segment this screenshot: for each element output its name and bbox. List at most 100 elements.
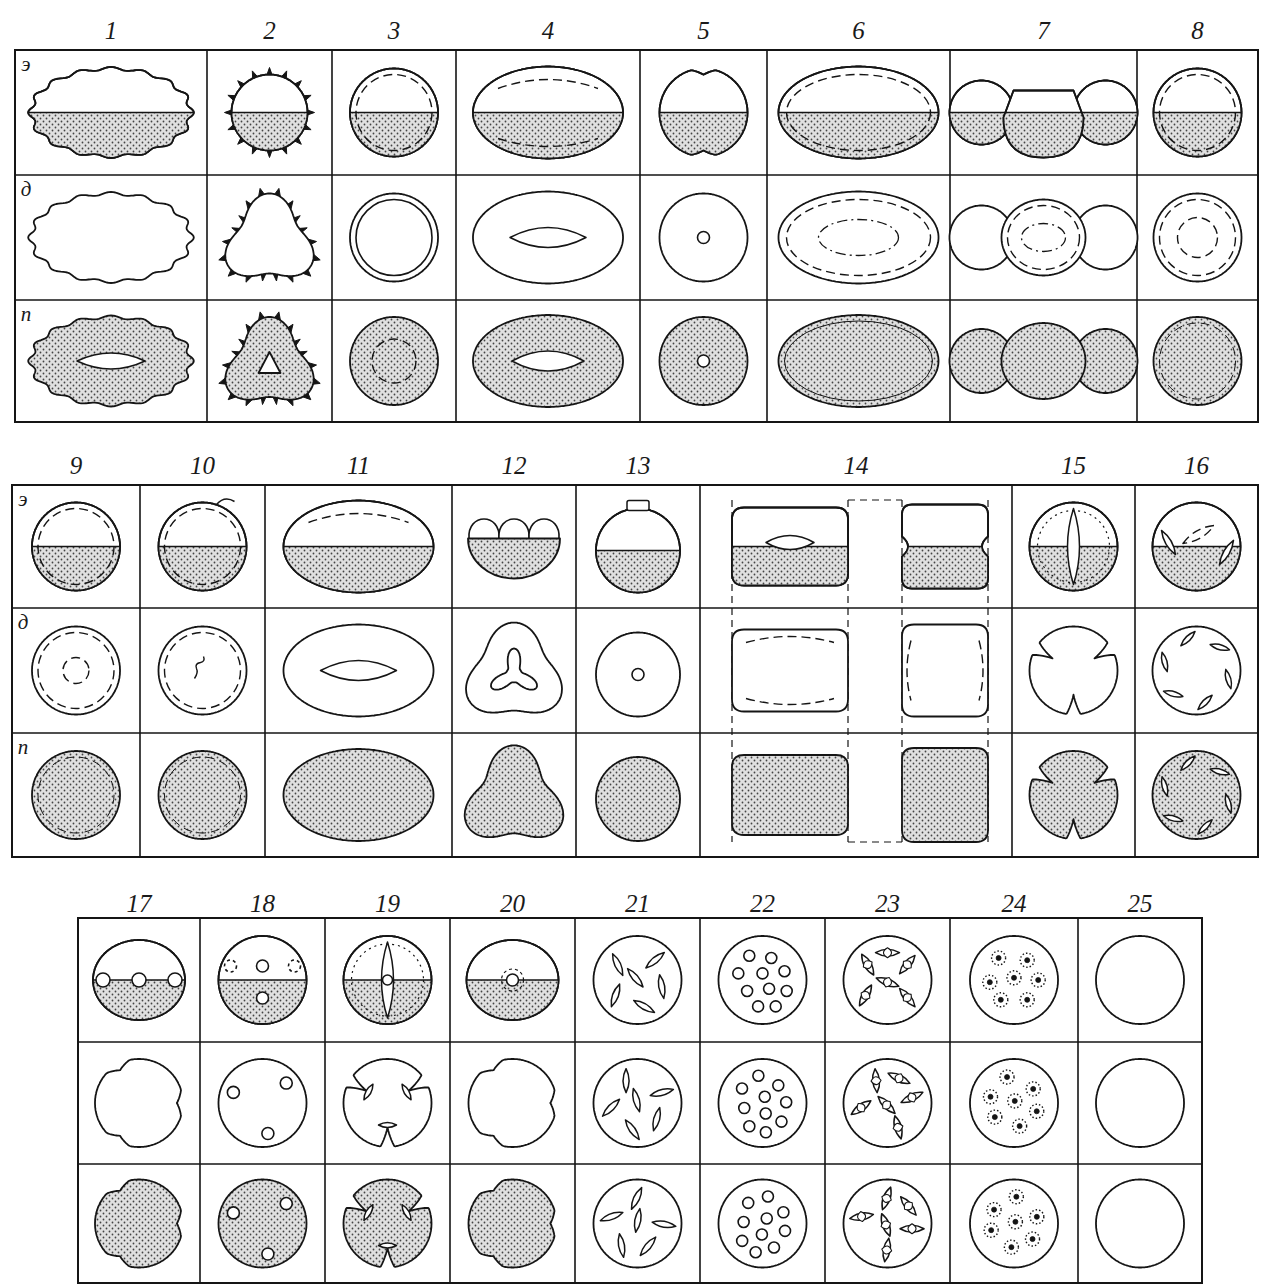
pollen-grain [660,70,748,154]
pollen-grain [1009,1245,1014,1250]
pollen-grain [32,627,120,715]
grid-line [78,1041,1202,1043]
pollen-grain [262,1248,274,1260]
pollen-grain [1178,218,1218,258]
pollen-grain [400,1083,413,1101]
pollen-grain [284,547,434,593]
column-number: 17 [127,891,152,916]
pollen-grain [280,1077,292,1089]
pollen-grain [596,509,680,593]
pollen-grain [881,1193,893,1204]
pollen-grain [849,1098,873,1118]
pollen-grain [165,633,241,709]
pollen-grain [19,112,203,114]
pollen-grain [38,633,114,709]
pollen-grain [1005,1075,1010,1080]
pollen-grain [473,192,623,284]
pollen-grain [1181,522,1216,547]
pollen-grain [1153,503,1241,591]
pollen-grain [638,1235,658,1257]
pollen-grain [849,1211,874,1222]
grid-line [639,50,641,422]
pollen-grain [93,980,185,1020]
pollen-grain [1196,818,1214,836]
pollen-grain [1163,813,1184,823]
pollen-grain [219,980,307,1024]
pollen-grain [467,940,559,1020]
pollen-grain [168,973,182,987]
pollen-grain [529,519,559,539]
pollen-grain [861,959,874,971]
pollen-grain [760,1127,771,1138]
pollen-grain [284,501,434,593]
pollen-grain [1030,1104,1044,1118]
pollen-grain [902,505,988,589]
pollen-grain [344,1180,432,1267]
pollen-grain [209,979,317,981]
view-letter: д [21,179,32,200]
pollen-grain [289,960,301,972]
pollen-grain [623,1069,629,1093]
pollen-grain [463,112,633,114]
pollen-grain [1160,200,1236,276]
pollen-grain [350,69,438,157]
pollen-grain [400,1203,413,1221]
pollen-grain [350,317,438,405]
pollen-grain [473,67,623,159]
pollen-grain [1154,113,1242,157]
pollen-grain [1030,503,1118,591]
pollen-grain [732,508,848,586]
pollen-grain [1160,323,1236,399]
pollen-grain [1009,1190,1023,1204]
column-number: 19 [375,891,400,916]
pollen-grain [594,936,682,1024]
pollen-grain [1030,1210,1044,1224]
pollen-grain [344,1059,432,1146]
pollen-grain [599,1210,624,1224]
pollen-grain [779,113,939,159]
pollen-grain [28,67,194,158]
column-number: 13 [626,453,651,478]
pollen-grain [970,1059,1058,1147]
grid-line [15,50,1258,422]
pollen-grain [994,112,1094,114]
pollen-grain [1026,1232,1040,1246]
pollen-grain [633,1208,643,1233]
pollen-grain [1096,1180,1184,1268]
pollen-grain [507,974,519,986]
pollen-grain [766,953,777,964]
pollen-grain [698,232,710,244]
pollen-grain [987,1203,1001,1217]
pollen-grain [1096,1059,1184,1147]
pollen-grain [871,1076,882,1085]
pollen-grain [1025,997,1030,1002]
pollen-grain [768,1242,779,1253]
pollen-grain [1030,547,1118,591]
guide-dashed-line [848,499,902,500]
pollen-grain [994,993,1008,1007]
pollen-grain [232,75,308,151]
pollen-grain [742,986,753,997]
pollen-grain [992,1207,997,1212]
pollen-grain [1143,546,1251,548]
pollen-grain [259,352,281,373]
view-letter: э [18,489,27,510]
pollen-grain [984,1223,998,1237]
pollen-grain [610,952,626,976]
pollen-grain [970,936,1058,1024]
pollen-grain [1030,751,1118,838]
column-number: 1 [105,18,118,43]
pollen-grain [987,980,992,985]
pollen-grain [309,514,409,523]
pollen-grain [855,1101,867,1114]
column-number: 16 [1184,453,1209,478]
pollen-grain [857,1211,867,1222]
pollen-grain [650,112,758,114]
pollen-grain [979,641,983,701]
pollen-grain [1036,978,1041,983]
pollen-grain [744,950,755,961]
pollen-grain [473,315,623,407]
pollen-grain [779,192,939,284]
grid-line [1077,918,1079,1283]
pollen-grain [779,67,939,159]
